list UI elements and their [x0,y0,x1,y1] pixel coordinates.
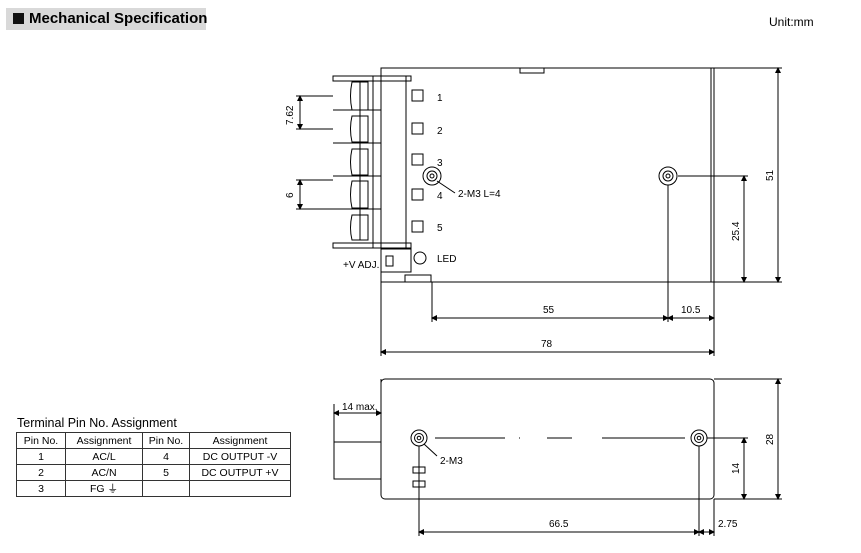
section-title: Mechanical Specification [29,10,208,27]
top-view [296,67,782,356]
dim-text-6: 6 [285,192,296,198]
table-cell: 5 [142,464,190,481]
mount-hole-right [658,166,678,186]
pin-label-2: 2 [437,126,443,137]
table-cell [189,480,291,497]
pin-table-caption: Terminal Pin No. Assignment [17,416,177,430]
table-header-cell: Assignment [65,432,143,449]
dim-text-78: 78 [541,339,553,350]
table-row: 3 FG ⏚ [16,480,291,497]
dim-text-25-4: 25.4 [731,221,742,241]
table-cell: DC OUTPUT -V [189,448,291,465]
vadj-label: +V ADJ. [343,260,379,271]
vadj-pot [380,248,412,273]
table-cell: 3 [16,480,66,497]
pin-label-3: 3 [437,158,443,169]
dim-text-28: 28 [765,433,776,445]
dim-text-2-75: 2.75 [718,519,738,530]
pin-label-1: 1 [437,93,443,104]
pin-square-4 [411,188,424,201]
table-header-cell: Pin No. [142,432,190,449]
side-view [333,378,782,536]
header-square-icon [13,13,24,24]
table-cell: AC/N [65,464,143,481]
side-hole-right [690,429,708,447]
pin-label-5: 5 [437,223,443,234]
side-case-outline [380,378,715,500]
dim-text-55: 55 [543,305,555,316]
terminal-clamps [333,76,381,248]
table-cell: 4 [142,448,190,465]
pin-assignment-table: Pin No. Assignment Pin No. Assignment 1 … [16,432,291,497]
table-header-row: Pin No. Assignment Pin No. Assignment [16,432,291,449]
pin-square-1 [411,89,424,102]
terminal-block [332,75,412,249]
led-label: LED [437,254,456,265]
table-header-cell: Pin No. [16,432,66,449]
table-row: 2 AC/N 5 DC OUTPUT +V [16,464,291,481]
pin-square-5 [411,220,424,233]
led-circle [413,251,427,265]
dim-text-51: 51 [765,169,776,181]
table-cell: DC OUTPUT +V [189,464,291,481]
dim-text-66-5: 66.5 [549,519,569,530]
table-cell: 1 [16,448,66,465]
table-header-cell: Assignment [189,432,291,449]
dim-text-14: 14 [731,462,742,474]
screw-label-top: 2-M3 L=4 [458,189,501,200]
pin-label-4: 4 [437,191,443,202]
screw-label-side: 2-M3 [440,456,463,467]
mount-hole-left [422,166,442,186]
table-cell: AC/L [65,448,143,465]
dim-text-10-5: 10.5 [681,305,701,316]
table-cell: FG ⏚ [65,480,143,497]
section-header: Mechanical Specification [6,8,208,30]
table-row: 1 AC/L 4 DC OUTPUT -V [16,448,291,465]
side-hole-left [410,429,428,447]
table-cell [142,480,190,497]
side-terminal-block [333,441,382,480]
dim-text-7-62: 7.62 [285,105,296,125]
table-cell: 2 [16,464,66,481]
unit-label: Unit:mm [769,15,814,29]
top-tab [519,67,545,74]
pin-square-3 [411,153,424,166]
dim-text-14max: 14 max. [342,402,378,413]
pin-square-2 [411,122,424,135]
